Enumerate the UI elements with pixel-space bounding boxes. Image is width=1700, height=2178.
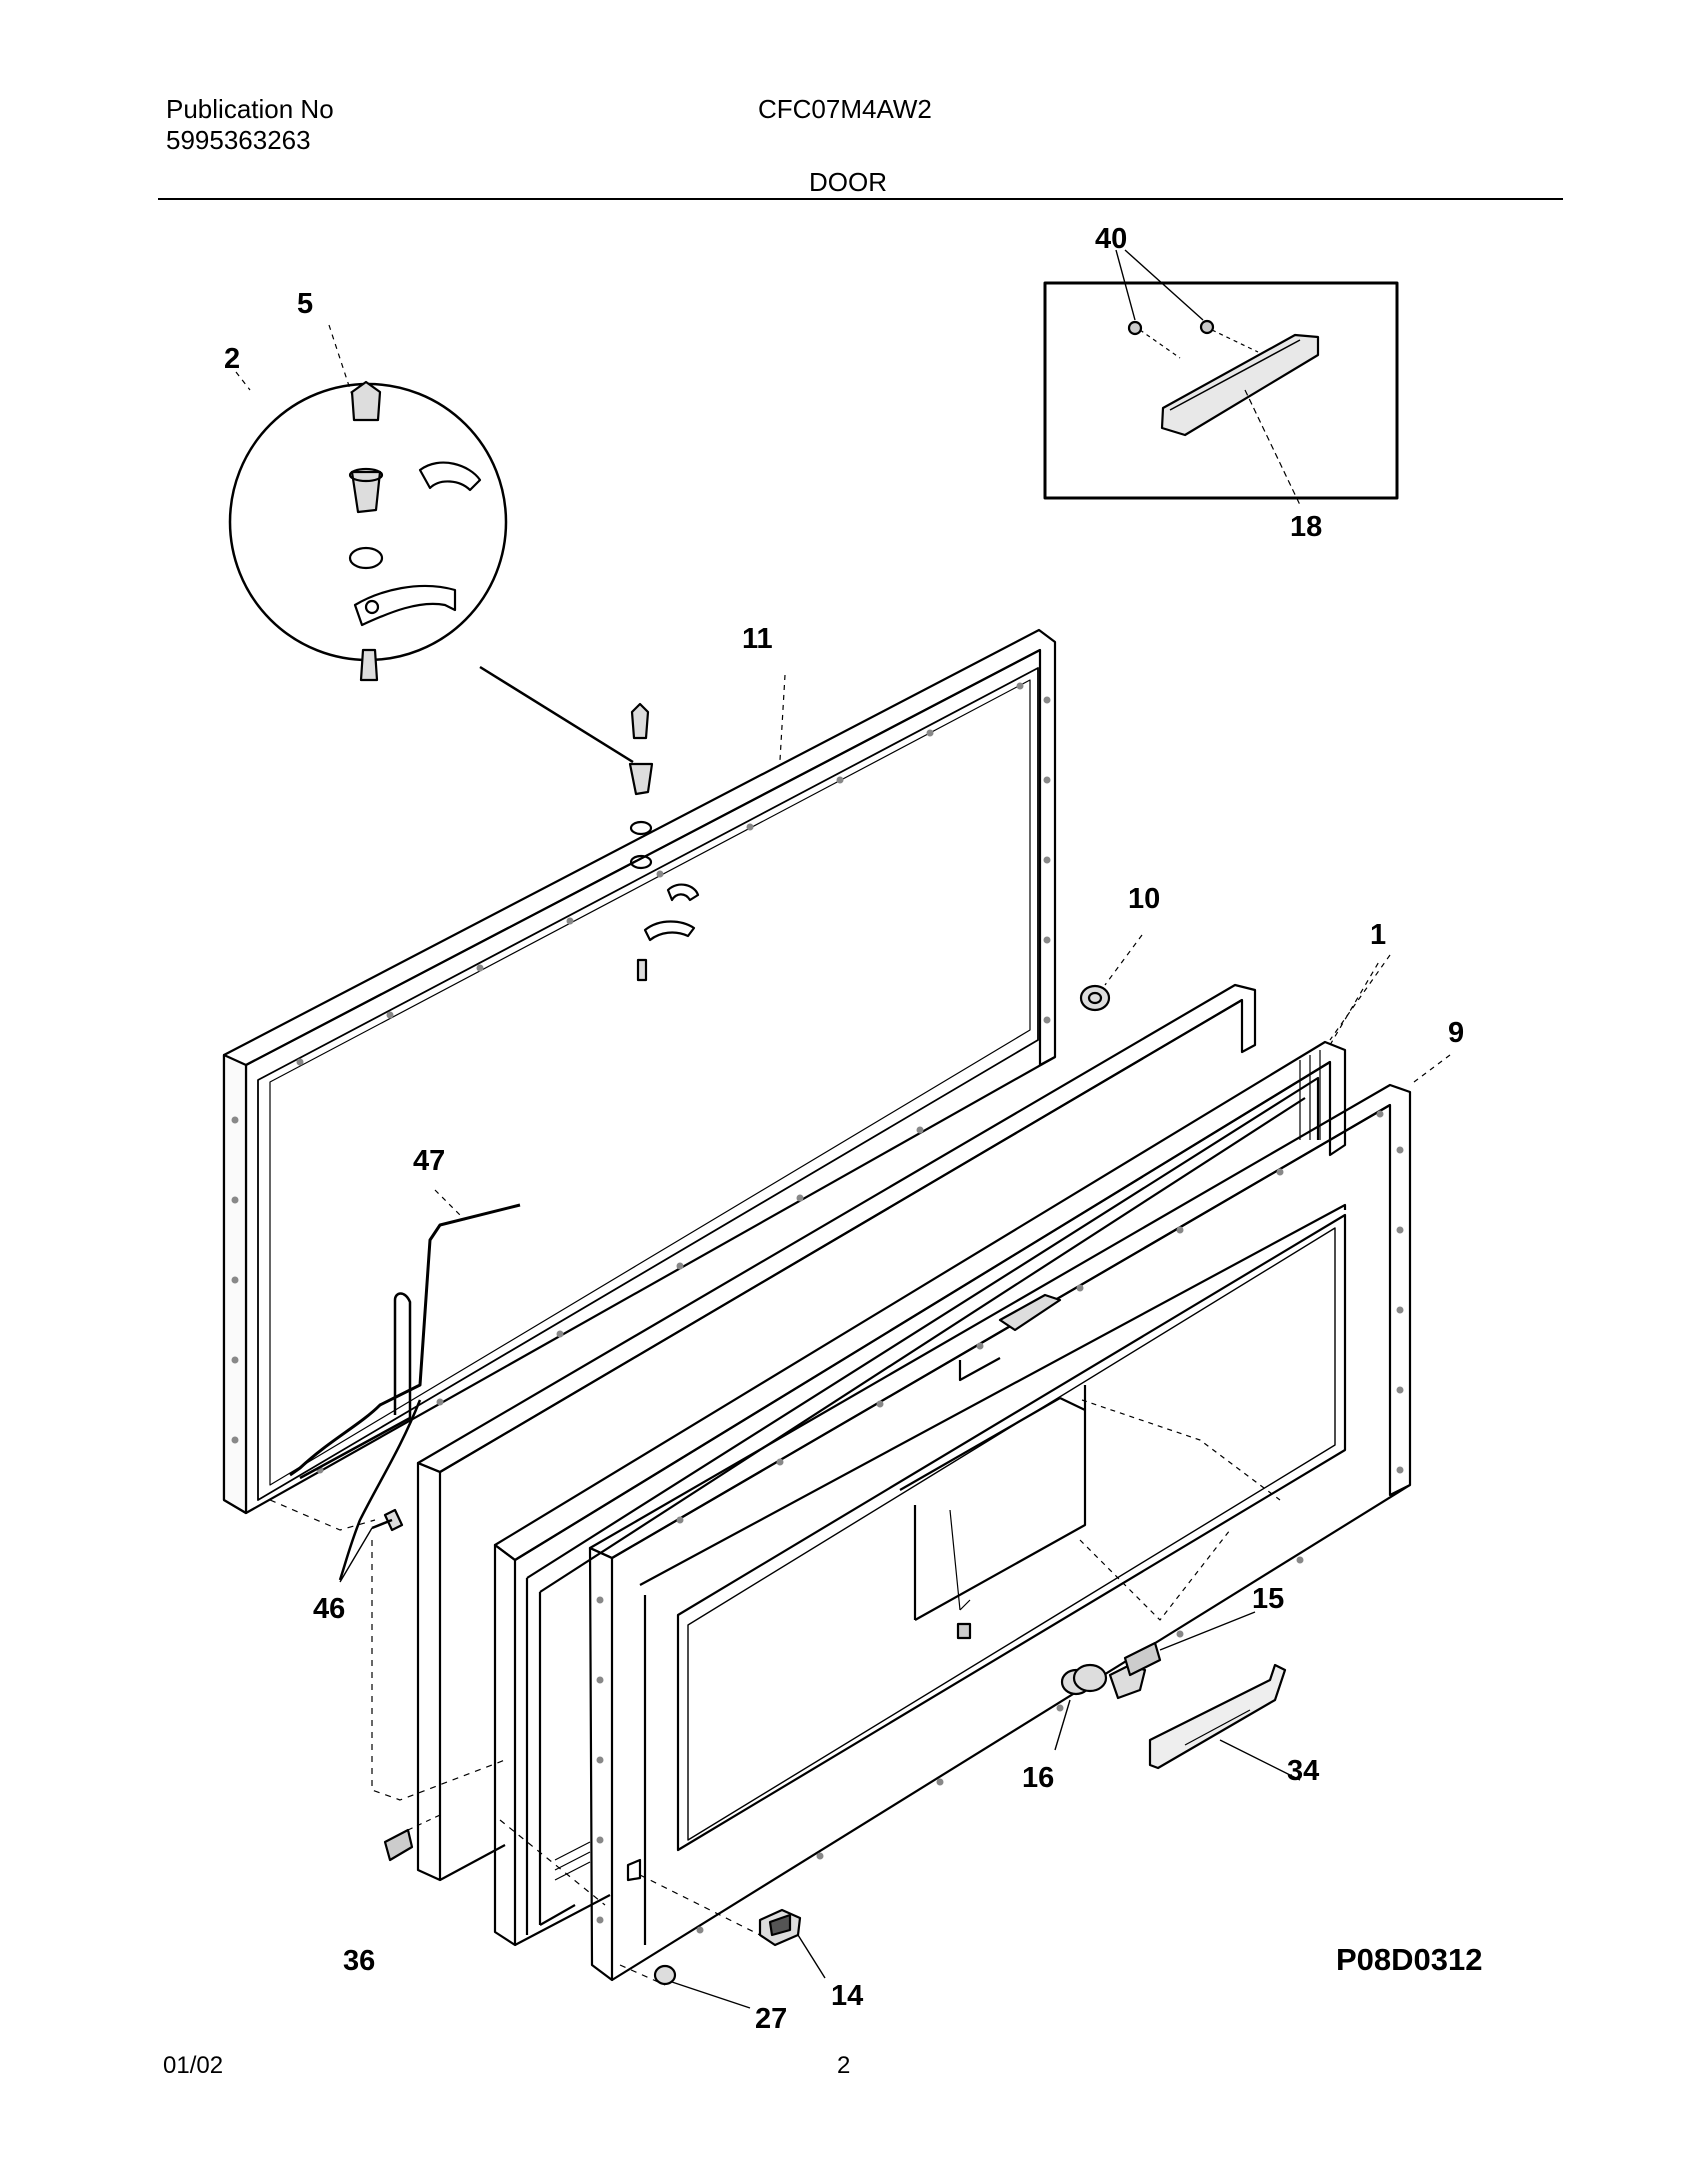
publication-number: 5995363263 — [166, 125, 311, 155]
insulation-panel — [416, 983, 1257, 1882]
latch-and-screw-parts — [653, 1908, 826, 2009]
callout-1: 1 — [1370, 919, 1386, 951]
callout-numbers: 5 2 40 18 11 10 1 9 47 46 15 16 34 36 14… — [224, 223, 1464, 2035]
screw-46 — [339, 1508, 404, 1583]
hinge-parts — [628, 702, 700, 982]
leader-lines — [235, 371, 1451, 1221]
callout-11: 11 — [742, 623, 773, 655]
page-number: 2 — [837, 2052, 851, 2079]
inner-door-panel — [588, 1083, 1412, 1982]
callout-2: 2 — [224, 343, 240, 375]
callout-47: 47 — [413, 1145, 445, 1177]
callout-40: 40 — [1095, 223, 1127, 255]
callout-10: 10 — [1128, 883, 1160, 915]
handle-inset — [1043, 249, 1399, 506]
callout-18: 18 — [1290, 511, 1322, 543]
callout-46: 46 — [313, 1593, 345, 1625]
section-title: DOOR — [809, 167, 887, 197]
clip-36 — [383, 1814, 441, 1862]
publication-label: Publication No — [166, 94, 334, 124]
footer-date: 01/02 — [163, 2052, 224, 2079]
header-rule — [158, 198, 1563, 200]
callout-14: 14 — [831, 1980, 863, 2012]
callout-27: 27 — [755, 2003, 787, 2035]
door-gasket — [493, 959, 1381, 1947]
callout-9: 9 — [1448, 1017, 1464, 1049]
door-liner-frame — [222, 628, 1057, 1515]
callout-15: 15 — [1252, 1583, 1284, 1615]
heater-wire — [289, 1203, 521, 1581]
diagram-code: P08D0312 — [1336, 1942, 1483, 1977]
plug-part — [1079, 934, 1143, 1012]
model-number: CFC07M4AW2 — [758, 94, 932, 124]
callout-34: 34 — [1287, 1755, 1319, 1787]
callout-5: 5 — [297, 288, 313, 320]
hinge-detail-circle — [228, 324, 634, 764]
callout-36: 36 — [343, 1945, 375, 1977]
switch-and-cover-parts — [1054, 1611, 1301, 1781]
callout-16: 16 — [1022, 1762, 1054, 1794]
